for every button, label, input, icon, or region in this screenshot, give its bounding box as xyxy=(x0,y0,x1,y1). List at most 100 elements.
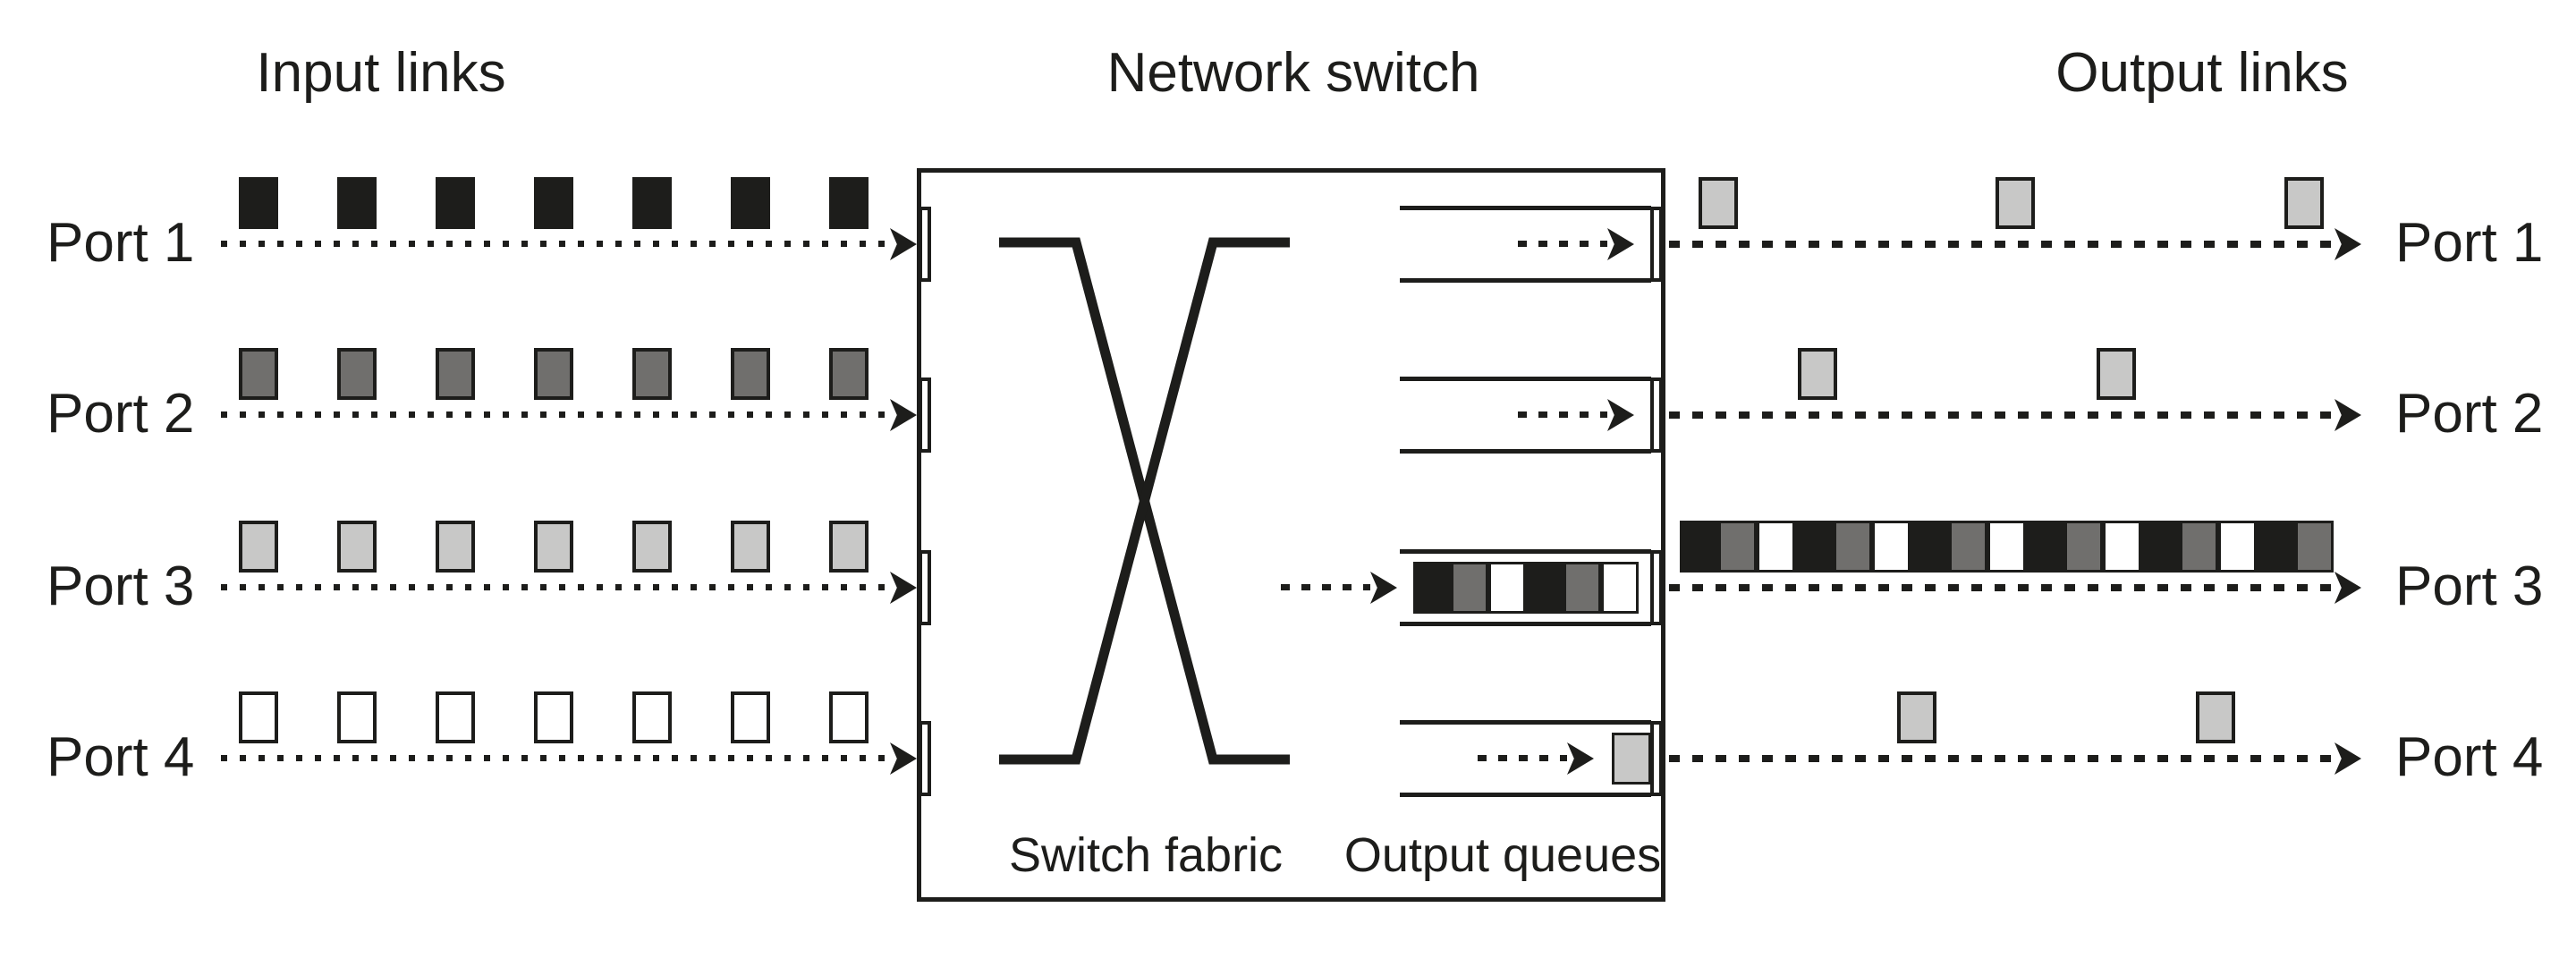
queue-bottom-line xyxy=(1400,793,1651,797)
output-link-arrowhead xyxy=(2334,228,2361,260)
input-link-arrowhead xyxy=(890,228,917,260)
queue-top-line xyxy=(1400,549,1651,554)
output-link-arrowhead xyxy=(2334,572,2361,604)
output-link-line xyxy=(1669,241,2334,248)
queue-top-line xyxy=(1400,206,1651,210)
network-switch-heading: Network switch xyxy=(1106,42,1480,104)
queue-arrow-line xyxy=(1518,241,1607,247)
switch-output-port-stub xyxy=(1650,721,1663,796)
output-packet xyxy=(1897,691,1936,743)
output-packet-burst xyxy=(1872,521,1911,573)
switch-fabric-label: Switch fabric xyxy=(1008,828,1284,882)
input-packet xyxy=(337,521,377,573)
output-port-label: Port 3 xyxy=(2395,555,2544,617)
output-packet-burst xyxy=(1911,521,1949,573)
switch-input-port-stub xyxy=(919,377,931,453)
input-packet xyxy=(632,691,672,743)
output-packet xyxy=(2097,348,2136,400)
queued-packet xyxy=(1526,562,1563,614)
queued-packet xyxy=(1601,562,1639,614)
output-packet-burst xyxy=(2218,521,2257,573)
queue-bottom-line xyxy=(1400,278,1651,283)
input-packet xyxy=(337,177,377,229)
queue-arrow-line xyxy=(1518,411,1607,418)
output-packet-burst xyxy=(2026,521,2064,573)
output-link-line xyxy=(1669,755,2334,762)
input-packet xyxy=(239,177,278,229)
output-packet-burst xyxy=(2180,521,2218,573)
input-packet xyxy=(534,177,573,229)
output-packet xyxy=(1699,177,1738,229)
queue-arrow-line xyxy=(1478,755,1567,761)
input-link-line xyxy=(221,241,890,247)
output-packet-burst xyxy=(1834,521,1872,573)
output-packet xyxy=(2284,177,2324,229)
output-packet-burst xyxy=(2103,521,2141,573)
input-packet xyxy=(239,691,278,743)
input-packet xyxy=(829,177,869,229)
switch-output-port-stub xyxy=(1650,550,1663,625)
input-packet xyxy=(731,177,770,229)
queue-top-line xyxy=(1400,720,1651,725)
input-packet xyxy=(731,348,770,400)
queued-packet xyxy=(1413,562,1451,614)
input-link-arrowhead xyxy=(890,742,917,775)
output-packet-burst xyxy=(1949,521,1987,573)
output-port-label: Port 2 xyxy=(2395,382,2544,445)
input-packet xyxy=(829,521,869,573)
output-port-label: Port 1 xyxy=(2395,211,2544,274)
input-packet xyxy=(534,691,573,743)
input-packet xyxy=(829,691,869,743)
input-packet xyxy=(632,348,672,400)
output-queues-label: Output queues xyxy=(1343,828,1662,882)
input-link-line xyxy=(221,584,890,590)
output-packet-burst xyxy=(2141,521,2180,573)
input-packet xyxy=(337,691,377,743)
input-port-label: Port 4 xyxy=(47,725,195,788)
input-packet xyxy=(534,521,573,573)
input-packet xyxy=(632,177,672,229)
queued-packet xyxy=(1451,562,1488,614)
queue-bottom-line xyxy=(1400,622,1651,626)
input-links-heading: Input links xyxy=(256,42,506,104)
input-port-label: Port 1 xyxy=(47,211,195,274)
queue-arrow-line xyxy=(1281,584,1370,590)
input-packet xyxy=(436,691,475,743)
queued-packet xyxy=(1488,562,1526,614)
switch-output-port-stub xyxy=(1650,377,1663,453)
input-packet xyxy=(337,348,377,400)
output-packet-burst xyxy=(1718,521,1757,573)
input-packet xyxy=(239,521,278,573)
output-port-label: Port 4 xyxy=(2395,725,2544,788)
input-packet xyxy=(829,348,869,400)
output-packet-burst xyxy=(1680,521,1718,573)
input-port-label: Port 2 xyxy=(47,382,195,445)
input-port-label: Port 3 xyxy=(47,555,195,617)
output-packet xyxy=(2196,691,2235,743)
output-link-line xyxy=(1669,584,2334,591)
input-link-line xyxy=(221,755,890,761)
input-packet xyxy=(731,521,770,573)
output-packet-burst xyxy=(2295,521,2334,573)
output-packet-burst xyxy=(2064,521,2103,573)
input-packet xyxy=(731,691,770,743)
switch-input-port-stub xyxy=(919,207,931,282)
output-packet-burst xyxy=(1757,521,1795,573)
output-packet-burst xyxy=(1987,521,2026,573)
output-link-arrowhead xyxy=(2334,742,2361,775)
queued-packet xyxy=(1563,562,1601,614)
input-link-line xyxy=(221,411,890,418)
input-packet xyxy=(436,177,475,229)
queue-top-line xyxy=(1400,377,1651,381)
input-link-arrowhead xyxy=(890,572,917,604)
input-packet xyxy=(534,348,573,400)
output-packet xyxy=(1798,348,1837,400)
switch-input-port-stub xyxy=(919,721,931,796)
input-link-arrowhead xyxy=(890,399,917,431)
input-packet xyxy=(436,521,475,573)
input-packet xyxy=(632,521,672,573)
output-packet-burst xyxy=(2257,521,2295,573)
switch-output-port-stub xyxy=(1650,207,1663,282)
switch-input-port-stub xyxy=(919,550,931,625)
